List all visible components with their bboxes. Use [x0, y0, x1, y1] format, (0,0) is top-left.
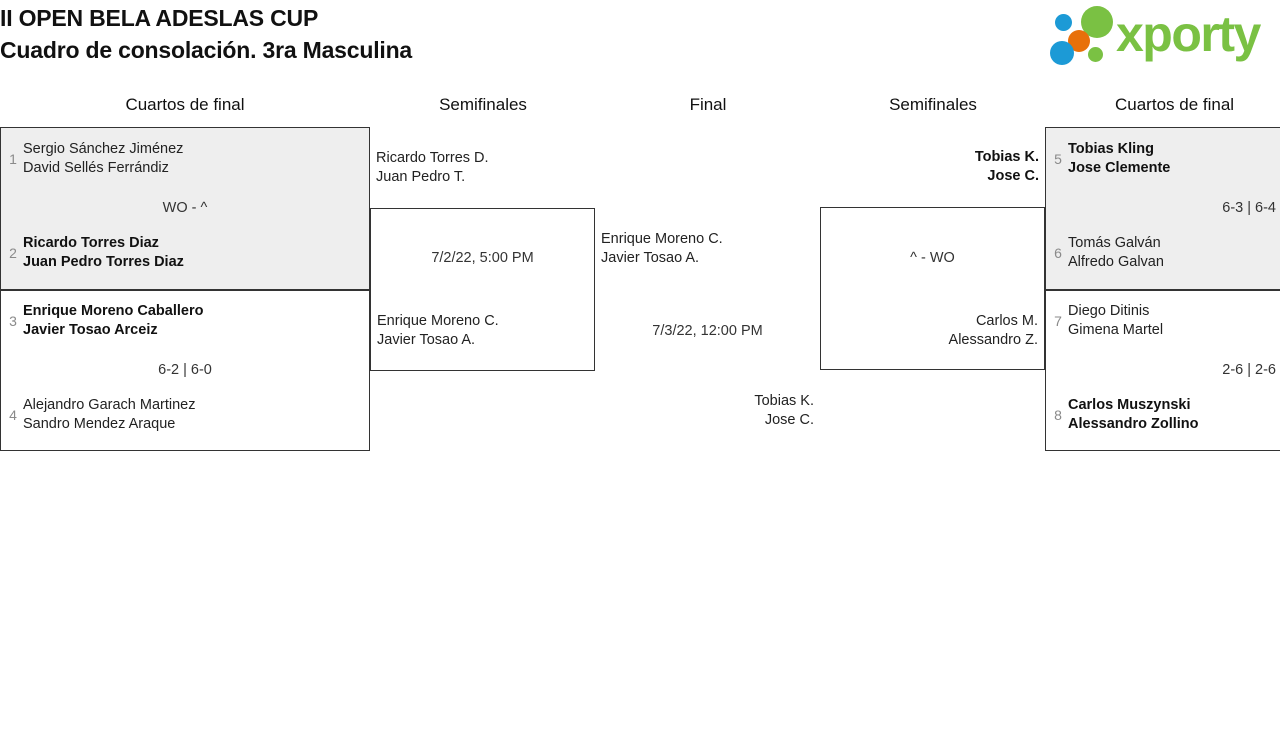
- qf2-score: 6-2 | 6-0: [158, 362, 212, 378]
- sf-right-score: ^ - WO: [910, 250, 955, 266]
- player-name-1: Alejandro Garach Martinez: [23, 397, 196, 413]
- seed-number: 3: [9, 313, 17, 329]
- qf3-score: 6-3 | 6-4: [1222, 200, 1276, 216]
- seed-number: 2: [9, 245, 17, 261]
- player-name-1: Enrique Moreno C.: [601, 231, 723, 247]
- player-name-1: Tobias K.: [754, 393, 814, 409]
- logo-dot-blue-large: [1050, 41, 1074, 65]
- seed-number: 7: [1054, 313, 1062, 329]
- round-header-semifinals-right: Semifinales: [889, 95, 977, 114]
- match-box-semifinal-left[interactable]: 7/2/22, 5:00 PM Enrique Moreno C. Javier…: [370, 208, 595, 371]
- round-header-semifinals-left: Semifinales: [439, 95, 527, 114]
- xporty-logo: xporty: [1050, 4, 1275, 66]
- team-names: Tomás Galván Alfredo Galvan: [1068, 234, 1164, 272]
- qf1-team-top[interactable]: 1 Sergio Sánchez Jiménez David Sellés Fe…: [3, 140, 183, 178]
- qf1-score: WO - ^: [162, 200, 208, 216]
- seed-number: 1: [9, 151, 17, 167]
- team-names: Ricardo Torres Diaz Juan Pedro Torres Di…: [23, 234, 184, 272]
- logo-dot-blue-small: [1055, 14, 1072, 31]
- team-names: Carlos Muszynski Alessandro Zollino: [1068, 396, 1199, 434]
- match-box-semifinal-right[interactable]: ^ - WO Carlos M. Alessandro Z.: [820, 207, 1045, 370]
- player-name-2: Juan Pedro Torres Diaz: [23, 254, 184, 270]
- player-name-1: Diego Ditinis: [1068, 303, 1150, 319]
- player-name-2: Alfredo Galvan: [1068, 254, 1164, 270]
- seed-number: 6: [1054, 245, 1062, 261]
- player-name-2: Sandro Mendez Araque: [23, 416, 176, 432]
- qf3-team-bottom[interactable]: 6 Tomás Galván Alfredo Galvan: [1048, 234, 1164, 272]
- sf-left-datetime: 7/2/22, 5:00 PM: [431, 250, 534, 266]
- player-name-1: Ricardo Torres Diaz: [23, 235, 159, 251]
- team-names: Alejandro Garach Martinez Sandro Mendez …: [23, 396, 195, 434]
- sf-left-team-bottom[interactable]: Enrique Moreno C. Javier Tosao A.: [377, 312, 499, 350]
- sf-right-team-bottom[interactable]: Carlos M. Alessandro Z.: [821, 312, 1038, 350]
- logo-wordmark: xporty: [1116, 6, 1261, 62]
- player-name-2: Jose Clemente: [1068, 160, 1171, 176]
- qf1-team-bottom[interactable]: 2 Ricardo Torres Diaz Juan Pedro Torres …: [3, 234, 184, 272]
- player-name-1: Ricardo Torres D.: [376, 150, 489, 166]
- qf4-score: 2-6 | 2-6: [1222, 362, 1276, 378]
- team-names: Sergio Sánchez Jiménez David Sellés Ferr…: [23, 140, 183, 178]
- qf4-team-top[interactable]: 7 Diego Ditinis Gimena Martel: [1048, 302, 1163, 340]
- logo-dots-icon: [1050, 4, 1124, 66]
- player-name-2: Javier Tosao A.: [377, 332, 476, 348]
- player-name-1: Tomás Galván: [1068, 235, 1161, 251]
- seed-number: 8: [1054, 407, 1062, 423]
- team-names: Diego Ditinis Gimena Martel: [1068, 302, 1163, 340]
- player-name-1: Enrique Moreno Caballero: [23, 303, 204, 319]
- player-name-2: Juan Pedro T.: [376, 169, 466, 185]
- final-datetime: 7/3/22, 12:00 PM: [652, 323, 763, 339]
- match-box-qf3[interactable]: 5 Tobias Kling Jose Clemente 6-3 | 6-4 6…: [1045, 127, 1280, 290]
- logo-dot-orange: [1068, 30, 1090, 52]
- qf3-team-top[interactable]: 5 Tobias Kling Jose Clemente: [1048, 140, 1170, 178]
- qf4-team-bottom[interactable]: 8 Carlos Muszynski Alessandro Zollino: [1048, 396, 1199, 434]
- round-header-quarterfinals-right: Cuartos de final: [1115, 95, 1235, 114]
- sf-left-team-top[interactable]: Ricardo Torres D. Juan Pedro T.: [376, 149, 489, 187]
- qf2-team-bottom[interactable]: 4 Alejandro Garach Martinez Sandro Mende…: [3, 396, 195, 434]
- team-names: Tobias Kling Jose Clemente: [1068, 140, 1170, 178]
- match-box-qf1[interactable]: 1 Sergio Sánchez Jiménez David Sellés Fe…: [0, 127, 370, 290]
- player-name-1: Carlos Muszynski: [1068, 397, 1191, 413]
- player-name-2: Jose C.: [764, 412, 814, 428]
- team-names: Enrique Moreno Caballero Javier Tosao Ar…: [23, 302, 203, 340]
- page-title: II OPEN BELA ADESLAS CUP Cuadro de conso…: [0, 2, 412, 66]
- player-name-2: Alessandro Zollino: [1068, 416, 1199, 432]
- round-header-quarterfinals-left: Cuartos de final: [125, 95, 245, 114]
- seed-number: 5: [1054, 151, 1062, 167]
- match-box-qf2[interactable]: 3 Enrique Moreno Caballero Javier Tosao …: [0, 290, 370, 451]
- player-name-2: Jose C.: [987, 168, 1039, 184]
- match-box-qf4[interactable]: 7 Diego Ditinis Gimena Martel 2-6 | 2-6 …: [1045, 290, 1280, 451]
- tournament-name: II OPEN BELA ADESLAS CUP: [0, 5, 319, 31]
- player-name-2: Gimena Martel: [1068, 322, 1164, 338]
- player-name-1: Tobias Kling: [1068, 141, 1154, 157]
- bracket-subtitle: Cuadro de consolación. 3ra Masculina: [0, 37, 413, 63]
- round-header-final: Final: [689, 95, 727, 114]
- qf2-team-top[interactable]: 3 Enrique Moreno Caballero Javier Tosao …: [3, 302, 203, 340]
- player-name-1: Tobias K.: [974, 149, 1039, 165]
- player-name-2: Javier Tosao A.: [601, 250, 700, 266]
- final-team-top[interactable]: Enrique Moreno C. Javier Tosao A.: [601, 230, 723, 268]
- player-name-2: David Sellés Ferrándiz: [23, 160, 169, 176]
- final-team-bottom[interactable]: Tobias K. Jose C.: [600, 392, 814, 430]
- player-name-1: Enrique Moreno C.: [377, 313, 499, 329]
- player-name-2: Javier Tosao Arceiz: [23, 322, 158, 338]
- sf-right-team-top[interactable]: Tobias K. Jose C.: [820, 148, 1039, 186]
- seed-number: 4: [9, 407, 17, 423]
- player-name-1: Sergio Sánchez Jiménez: [23, 141, 184, 157]
- player-name-2: Alessandro Z.: [948, 332, 1038, 348]
- logo-dot-green-small: [1088, 47, 1103, 62]
- player-name-1: Carlos M.: [975, 313, 1038, 329]
